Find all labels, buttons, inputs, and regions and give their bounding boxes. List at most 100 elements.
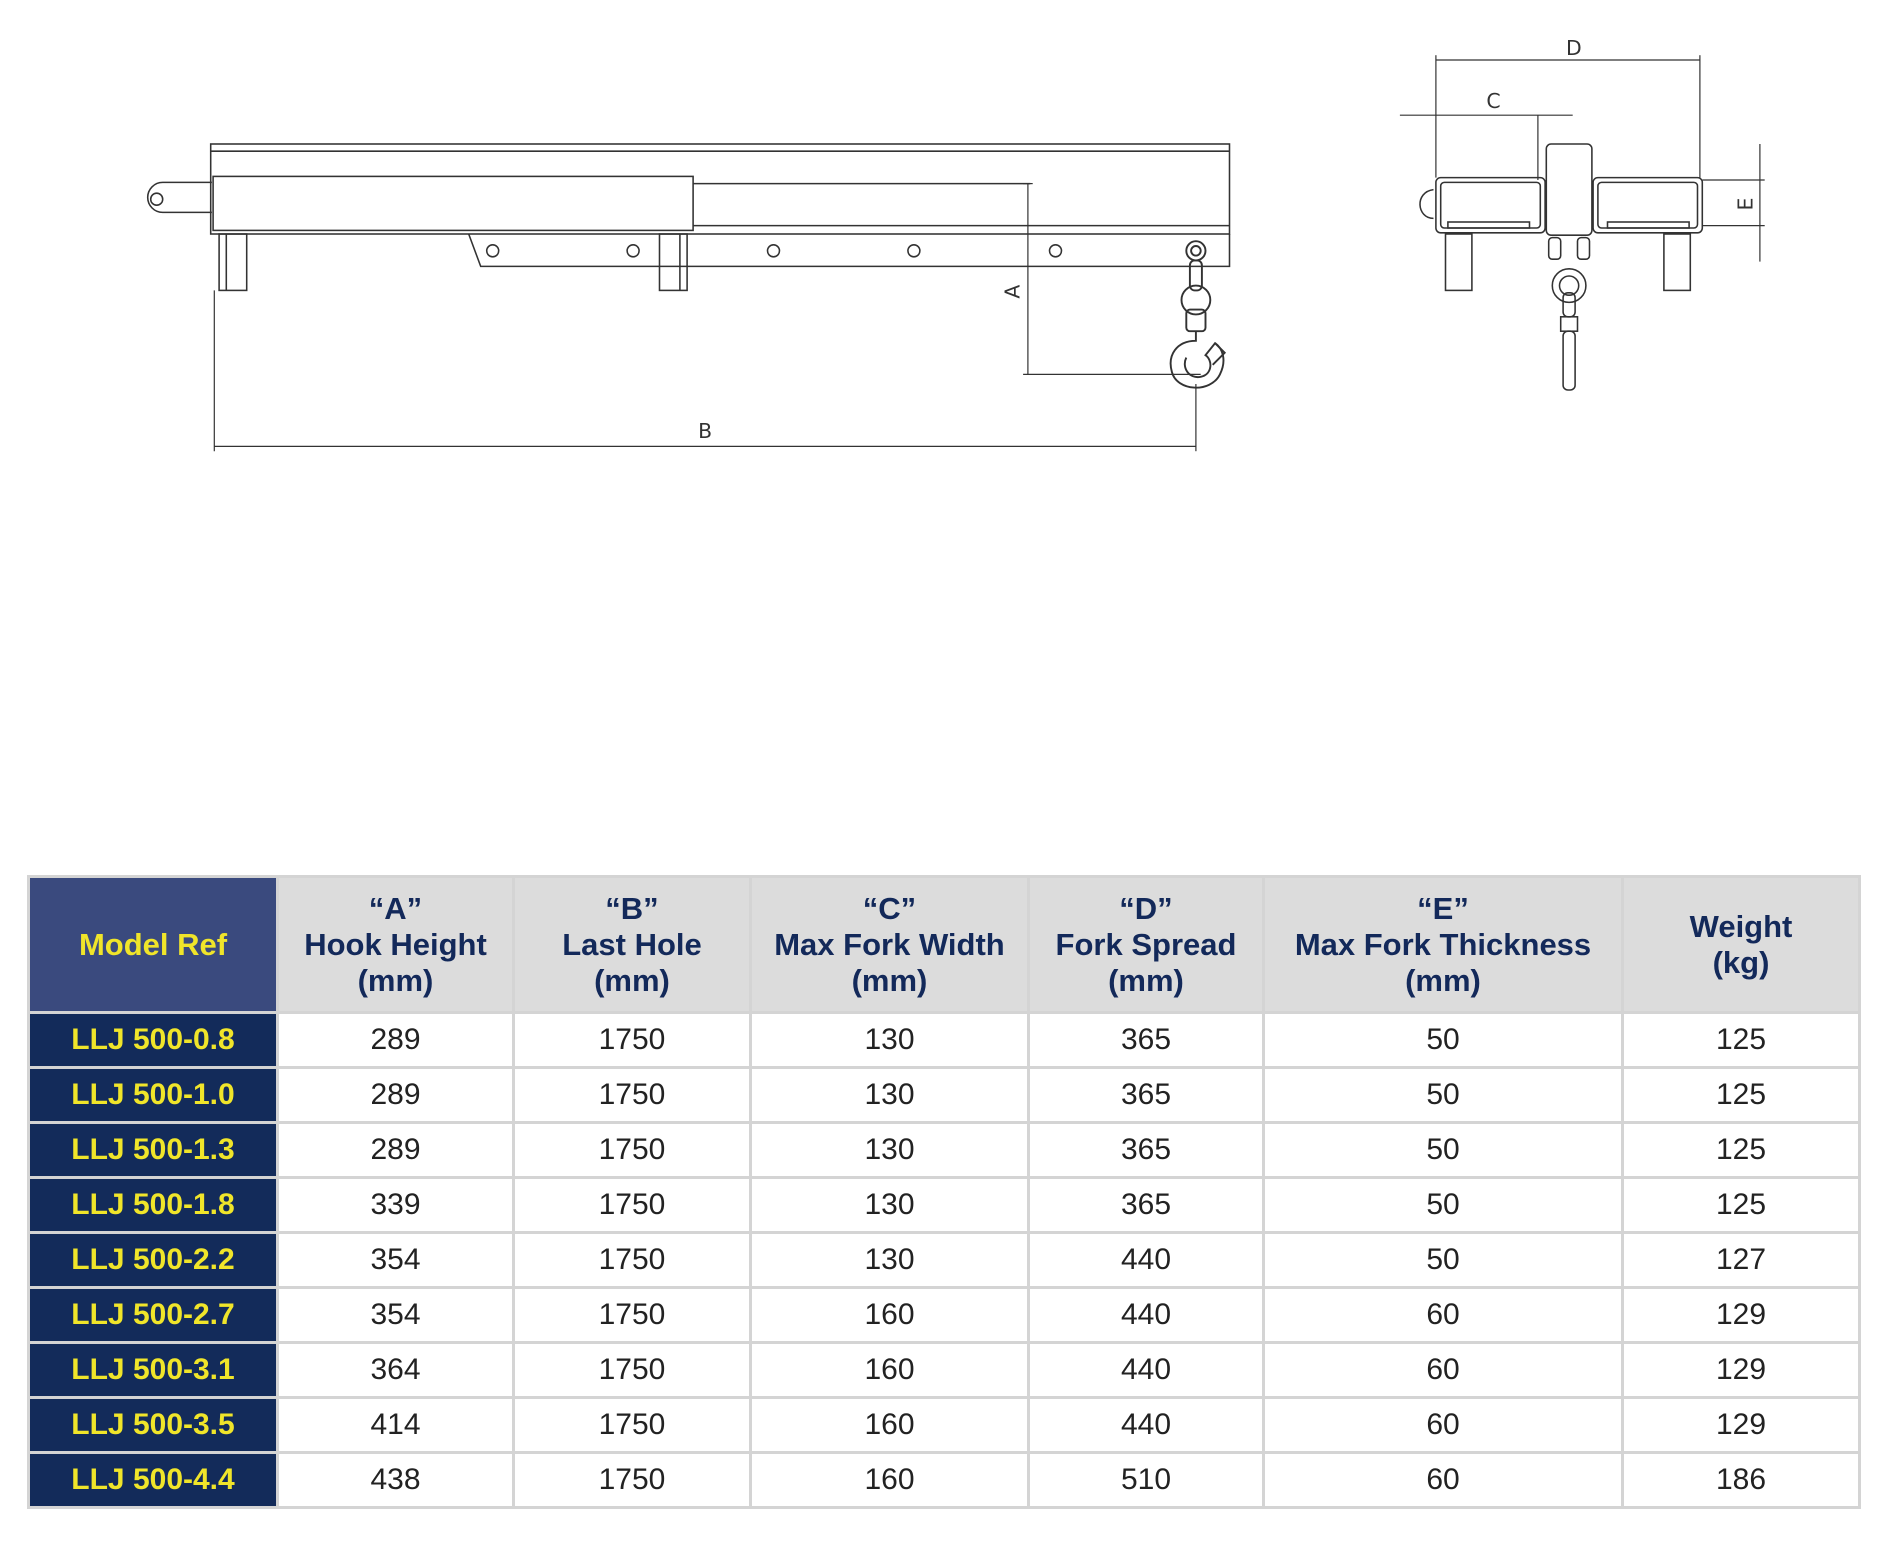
header-hook-height: “A”Hook Height(mm) — [276, 875, 515, 1014]
cell-max-fork-width: 160 — [749, 1286, 1030, 1344]
cell-fork-spread: 440 — [1027, 1231, 1265, 1289]
dimension-e-label: E — [1734, 198, 1758, 211]
cell-last-hole: 1750 — [512, 1286, 752, 1344]
cell-weight: 129 — [1621, 1396, 1861, 1454]
cell-max-fork-thickness: 60 — [1262, 1396, 1624, 1454]
header-line: (mm) — [357, 962, 434, 998]
header-line: Hook Height — [304, 926, 487, 962]
technical-drawing: A B D C — [147, 36, 1765, 452]
cell-model-ref: LLJ 500-3.1 — [27, 1341, 279, 1399]
header-line: (mm) — [594, 962, 670, 998]
cell-last-hole: 1750 — [512, 1176, 752, 1234]
header-line: “C” — [862, 890, 917, 926]
cell-max-fork-width: 130 — [749, 1066, 1030, 1124]
cell-last-hole: 1750 — [512, 1341, 752, 1399]
cell-weight: 125 — [1621, 1121, 1861, 1179]
cell-last-hole: 1750 — [512, 1121, 752, 1179]
dimension-b-label: B — [698, 419, 712, 443]
dimension-a — [1023, 183, 1201, 375]
cell-model-ref: LLJ 500-3.5 — [27, 1396, 279, 1454]
dimension-e — [1702, 144, 1765, 262]
header-line: “E” — [1417, 890, 1469, 926]
cell-last-hole: 1750 — [512, 1231, 752, 1289]
cell-max-fork-width: 130 — [749, 1176, 1030, 1234]
front-view: D C E — [1399, 36, 1765, 391]
header-line: (mm) — [1108, 962, 1184, 998]
table-header-row: Model Ref“A”Hook Height(mm)“B”Last Hole(… — [27, 875, 1861, 1014]
side-view: A B — [147, 143, 1231, 452]
cell-hook-height: 438 — [276, 1451, 515, 1509]
cell-weight: 186 — [1621, 1451, 1861, 1509]
cell-max-fork-thickness: 50 — [1262, 1176, 1624, 1234]
cell-max-fork-thickness: 50 — [1262, 1231, 1624, 1289]
header-last-hole: “B”Last Hole(mm) — [512, 875, 752, 1014]
cell-max-fork-thickness: 60 — [1262, 1451, 1624, 1509]
dimension-a-label: A — [1001, 285, 1025, 299]
cell-weight: 125 — [1621, 1066, 1861, 1124]
cell-hook-height: 289 — [276, 1011, 515, 1069]
cell-model-ref: LLJ 500-1.3 — [27, 1121, 279, 1179]
header-fork-spread: “D”Fork Spread(mm) — [1027, 875, 1265, 1014]
cell-fork-spread: 365 — [1027, 1176, 1265, 1234]
header-line: “A” — [368, 890, 423, 926]
cell-max-fork-thickness: 60 — [1262, 1286, 1624, 1344]
cell-fork-spread: 440 — [1027, 1396, 1265, 1454]
cell-hook-height: 354 — [276, 1286, 515, 1344]
header-line: Weight — [1689, 908, 1793, 944]
cell-model-ref: LLJ 500-4.4 — [27, 1451, 279, 1509]
cell-model-ref: LLJ 500-1.8 — [27, 1176, 279, 1234]
header-max-fork-width: “C”Max Fork Width(mm) — [749, 875, 1030, 1014]
cell-last-hole: 1750 — [512, 1011, 752, 1069]
cell-max-fork-thickness: 50 — [1262, 1066, 1624, 1124]
cell-last-hole: 1750 — [512, 1066, 752, 1124]
cell-hook-height: 364 — [276, 1341, 515, 1399]
cell-weight: 125 — [1621, 1011, 1861, 1069]
cell-hook-height: 289 — [276, 1066, 515, 1124]
cell-fork-spread: 440 — [1027, 1286, 1265, 1344]
header-max-fork-thickness: “E”Max Fork Thickness(mm) — [1262, 875, 1624, 1014]
header-line: (mm) — [851, 962, 928, 998]
cell-max-fork-thickness: 50 — [1262, 1121, 1624, 1179]
dimension-d — [1435, 55, 1701, 178]
header-line: Max Fork Thickness — [1294, 926, 1592, 962]
cell-fork-spread: 510 — [1027, 1451, 1265, 1509]
header-line: “D” — [1119, 890, 1173, 926]
cell-last-hole: 1750 — [512, 1396, 752, 1454]
header-line: (kg) — [1712, 944, 1770, 980]
header-model-ref: Model Ref — [27, 875, 279, 1014]
header-line: Fork Spread — [1055, 926, 1237, 962]
cell-max-fork-thickness: 60 — [1262, 1341, 1624, 1399]
dimension-c-label: C — [1486, 89, 1500, 113]
cell-weight: 127 — [1621, 1231, 1861, 1289]
cell-fork-spread: 440 — [1027, 1341, 1265, 1399]
cell-hook-height: 354 — [276, 1231, 515, 1289]
dimension-b — [213, 290, 1197, 452]
cell-max-fork-width: 130 — [749, 1121, 1030, 1179]
cell-last-hole: 1750 — [512, 1451, 752, 1509]
header-line: “B” — [605, 890, 659, 926]
cell-fork-spread: 365 — [1027, 1011, 1265, 1069]
cell-weight: 129 — [1621, 1286, 1861, 1344]
cell-weight: 125 — [1621, 1176, 1861, 1234]
cell-hook-height: 339 — [276, 1176, 515, 1234]
hole-row — [485, 244, 1063, 258]
cell-max-fork-width: 130 — [749, 1011, 1030, 1069]
cell-model-ref: LLJ 500-0.8 — [27, 1011, 279, 1069]
header-line: Model Ref — [78, 926, 228, 962]
hook-icon — [1169, 240, 1227, 389]
cell-model-ref: LLJ 500-2.7 — [27, 1286, 279, 1344]
dimension-d-label: D — [1566, 36, 1582, 60]
specification-table: Model Ref“A”Hook Height(mm)“B”Last Hole(… — [27, 875, 1861, 1509]
cell-fork-spread: 365 — [1027, 1066, 1265, 1124]
cell-weight: 129 — [1621, 1341, 1861, 1399]
cell-hook-height: 289 — [276, 1121, 515, 1179]
dimension-c — [1399, 114, 1573, 180]
